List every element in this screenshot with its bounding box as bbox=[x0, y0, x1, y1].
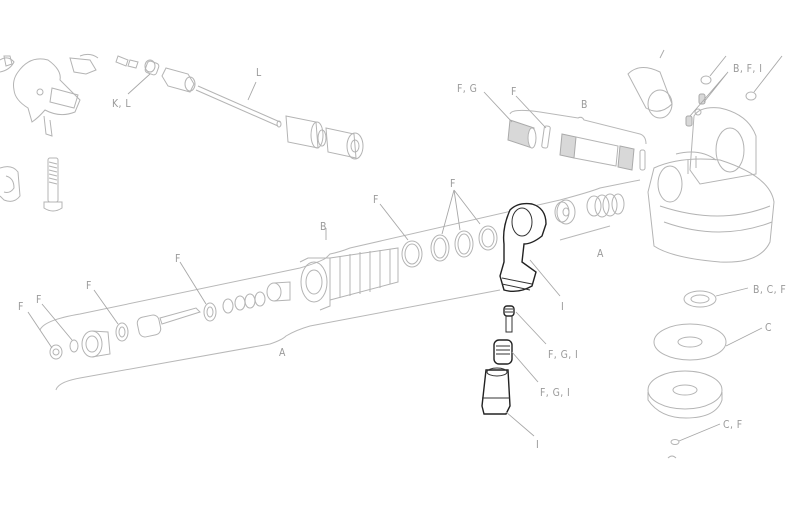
small-washer-bcf-part bbox=[683, 287, 749, 308]
valve-nut-part bbox=[493, 339, 539, 383]
eyelet-i-part bbox=[499, 202, 561, 297]
label-f-top: F bbox=[511, 85, 517, 98]
spring-stack-part bbox=[222, 291, 266, 314]
label-a-right: A bbox=[597, 247, 604, 260]
label-a-assembly: A bbox=[279, 346, 286, 359]
label-f-washer-left: F bbox=[86, 279, 92, 292]
housing-part bbox=[647, 107, 775, 263]
cartridge-b-part bbox=[299, 228, 399, 311]
label-f-ring: F bbox=[373, 193, 379, 206]
ring-f-set-part bbox=[430, 189, 498, 262]
label-b-top: B bbox=[581, 98, 588, 111]
small-oring-part bbox=[41, 303, 79, 353]
l-rod-part bbox=[195, 81, 282, 128]
spacer-part bbox=[266, 281, 291, 302]
washer-f-mid-part bbox=[179, 261, 217, 322]
thick-washer-part bbox=[647, 370, 723, 419]
l-cylinder-part bbox=[285, 115, 364, 160]
label-c: C bbox=[765, 321, 772, 334]
set-screw-right-part bbox=[745, 55, 783, 101]
set-screw-part bbox=[685, 55, 729, 127]
label-i-fitting: I bbox=[536, 438, 540, 451]
washer-c-part bbox=[653, 323, 763, 361]
label-f-g-i-screw: F, G, I bbox=[548, 348, 579, 361]
label-f-end-nut: F bbox=[18, 300, 24, 313]
end-nut-part bbox=[27, 311, 63, 360]
top-bushing-part bbox=[627, 49, 673, 119]
label-f-washer-mid: F bbox=[175, 252, 181, 265]
label-f-g-top: F, G bbox=[457, 82, 478, 95]
label-f-oring: F bbox=[36, 293, 42, 306]
assembly-b-bracket bbox=[39, 179, 641, 331]
washer-f-left-part bbox=[93, 289, 129, 342]
f-pin-part bbox=[515, 95, 551, 149]
label-b-assembly: B bbox=[320, 220, 327, 233]
piston-a-part bbox=[554, 199, 576, 225]
label-f-g-i-nut: F, G, I bbox=[540, 386, 571, 399]
lever-clamp-part bbox=[0, 53, 139, 137]
ring-f-part bbox=[379, 203, 423, 268]
kl-bushing-part bbox=[127, 59, 160, 95]
needle-valve-part bbox=[136, 307, 201, 338]
label-c-f: C, F bbox=[723, 418, 743, 431]
label-f-ring-set: F bbox=[450, 177, 456, 190]
valve-screw-part bbox=[503, 305, 547, 345]
label-i-eyelet: I bbox=[561, 300, 565, 313]
label-b-f-i: B, F, I bbox=[733, 62, 763, 75]
b-shaft-part bbox=[509, 109, 647, 171]
clamp-fragment-part bbox=[0, 166, 21, 202]
hex-sleeve-part bbox=[161, 67, 196, 93]
label-k-l: K, L bbox=[112, 97, 131, 110]
label-b-c-f: B, C, F bbox=[753, 283, 787, 296]
threaded-cap-part bbox=[81, 330, 111, 358]
assembly-a-bracket bbox=[55, 225, 611, 391]
bolt-part bbox=[43, 157, 63, 212]
spring-a-part bbox=[586, 193, 625, 218]
label-l: L bbox=[256, 66, 262, 79]
hex-fitting-part bbox=[481, 367, 535, 437]
tiny-oring-cf-part bbox=[667, 423, 721, 459]
fg-knurled-nut-part bbox=[483, 91, 537, 149]
